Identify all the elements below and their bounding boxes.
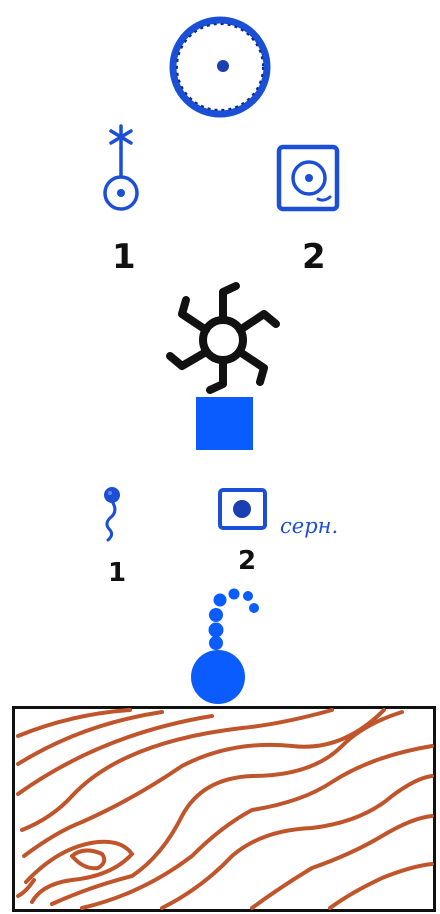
label-2-second: 2 bbox=[238, 546, 257, 576]
square-filled-circle-symbol bbox=[218, 488, 267, 530]
contour-lines-panel bbox=[12, 706, 436, 912]
hooked-wheel-symbol bbox=[166, 282, 280, 394]
circle-with-dot-symbol bbox=[169, 16, 271, 118]
square-circle-symbol bbox=[276, 144, 340, 212]
label-1-second: 1 bbox=[108, 558, 127, 588]
caption-sern: серн. bbox=[280, 514, 339, 538]
blue-square bbox=[196, 397, 253, 450]
label-2: 2 bbox=[302, 237, 326, 277]
label-1: 1 bbox=[112, 237, 136, 277]
star-on-circle-symbol bbox=[103, 124, 139, 211]
dot-with-tail-symbol bbox=[104, 487, 120, 542]
dot-chain-symbol bbox=[191, 588, 259, 704]
